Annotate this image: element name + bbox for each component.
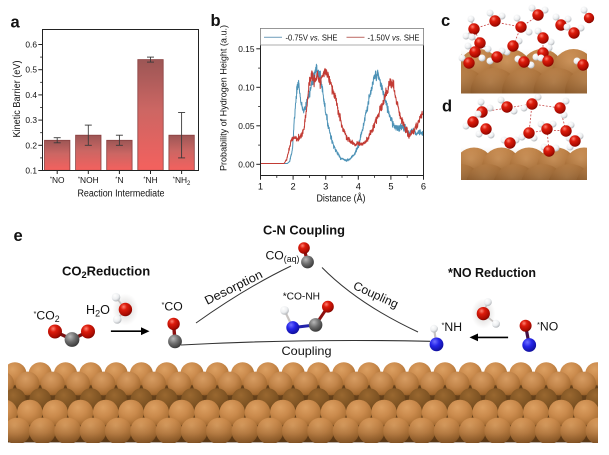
svg-text:Kinetic Barrier (eV): Kinetic Barrier (eV) xyxy=(12,61,23,138)
svg-text:*N: *N xyxy=(115,175,123,185)
svg-text:*NOH: *NOH xyxy=(78,175,99,185)
svg-text:6: 6 xyxy=(421,182,426,192)
svg-text:CO2Reduction: CO2Reduction xyxy=(62,264,150,281)
svg-text:2: 2 xyxy=(291,182,296,192)
svg-text:*NO: *NO xyxy=(50,175,65,185)
svg-text:c: c xyxy=(441,12,450,30)
svg-text:Distance (Å): Distance (Å) xyxy=(317,194,366,205)
svg-text:*CO: *CO xyxy=(162,300,183,314)
svg-text:1: 1 xyxy=(258,182,263,192)
svg-text:0.00: 0.00 xyxy=(238,159,255,169)
svg-text:0.10: 0.10 xyxy=(238,82,255,92)
svg-text:0.2: 0.2 xyxy=(25,140,37,150)
svg-text:0.6: 0.6 xyxy=(25,40,37,50)
svg-text:H2O: H2O xyxy=(86,303,110,319)
svg-text:0.15: 0.15 xyxy=(238,44,255,54)
svg-text:*NH2: *NH2 xyxy=(173,175,191,187)
svg-text:a: a xyxy=(11,14,21,32)
svg-text:4: 4 xyxy=(356,182,361,192)
svg-text:0.1: 0.1 xyxy=(25,166,37,176)
svg-text:b: b xyxy=(211,12,221,30)
svg-text:-1.50V vs. SHE: -1.50V vs. SHE xyxy=(368,32,420,42)
svg-text:-0.75V vs. SHE: -0.75V vs. SHE xyxy=(286,32,338,42)
svg-text:0.05: 0.05 xyxy=(238,121,255,131)
svg-text:0.3: 0.3 xyxy=(25,115,37,125)
svg-text:*NO Reduction: *NO Reduction xyxy=(448,265,536,280)
svg-text:*CO2: *CO2 xyxy=(34,309,60,325)
svg-text:*NH: *NH xyxy=(143,175,157,185)
svg-text:Probability of Hydrogen Height: Probability of Hydrogen Height (a.u.) xyxy=(219,25,230,171)
svg-text:e: e xyxy=(14,227,23,245)
svg-text:3: 3 xyxy=(323,182,328,192)
svg-text:C-N Coupling: C-N Coupling xyxy=(263,223,345,238)
svg-text:d: d xyxy=(442,98,452,116)
svg-text:0.5: 0.5 xyxy=(25,65,37,75)
svg-text:*CO-NH: *CO-NH xyxy=(283,292,320,303)
svg-text:*NH: *NH xyxy=(442,320,463,334)
svg-text:Reaction Intermediate: Reaction Intermediate xyxy=(78,189,165,200)
svg-text:*NO: *NO xyxy=(537,320,558,334)
svg-text:0.4: 0.4 xyxy=(25,90,37,100)
svg-text:Coupling: Coupling xyxy=(282,344,332,358)
svg-text:5: 5 xyxy=(388,182,393,192)
